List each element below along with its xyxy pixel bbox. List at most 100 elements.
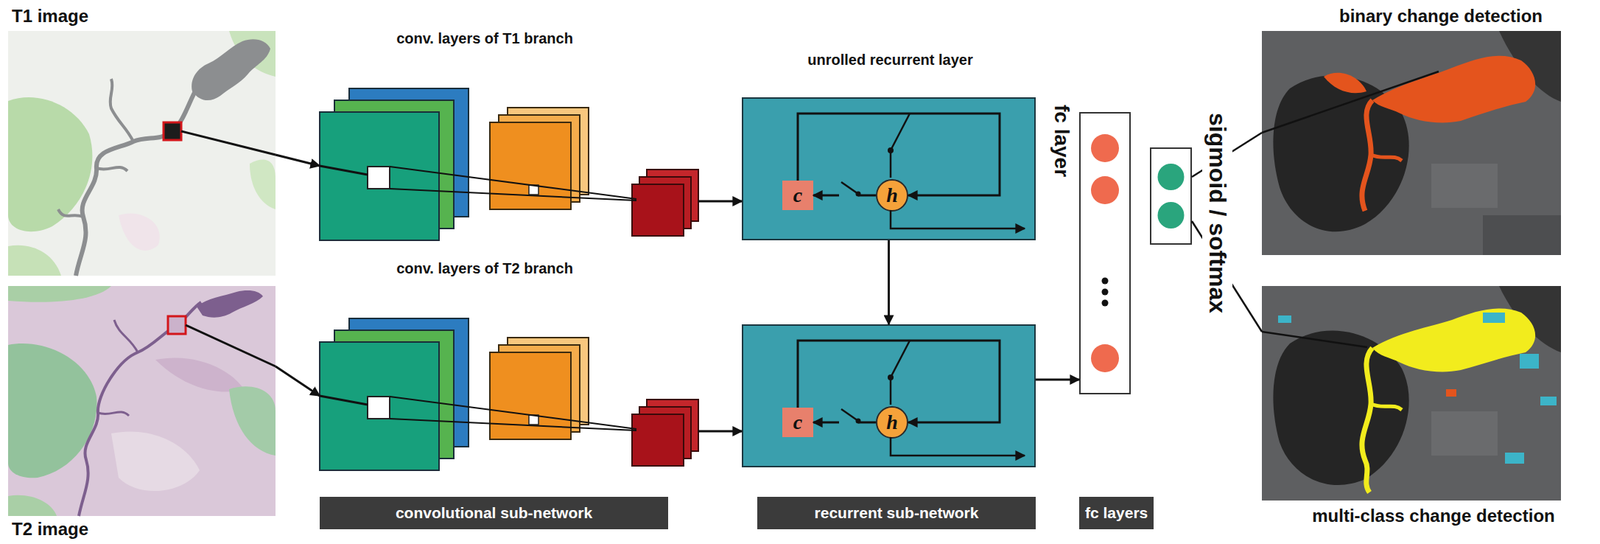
change-area xyxy=(1362,347,1373,493)
node-heading: T2 image xyxy=(10,518,90,540)
river xyxy=(96,167,128,171)
switch-gap xyxy=(839,413,859,428)
reservoir xyxy=(191,39,271,101)
node-label: h xyxy=(886,410,898,434)
pointer-line xyxy=(319,395,368,405)
t1-map xyxy=(8,30,276,276)
neuron xyxy=(1090,344,1119,373)
node-label: c xyxy=(793,410,803,434)
recurrent-box: unrolled recurrent layerch xyxy=(741,97,1036,241)
conv-layers xyxy=(319,318,699,470)
change-area xyxy=(1519,353,1539,369)
vegetation xyxy=(8,245,62,276)
connector xyxy=(1191,132,1262,177)
pointer-line xyxy=(1261,331,1368,347)
neuron xyxy=(1090,134,1119,163)
output-wire xyxy=(890,436,1025,456)
ellipsis-dot xyxy=(1102,288,1109,296)
hidden-state: h xyxy=(875,179,909,212)
receptive-field xyxy=(367,396,390,419)
section-bar: fc layers xyxy=(1079,496,1154,529)
output-neuron xyxy=(1158,163,1185,191)
change-area xyxy=(1372,55,1536,124)
cell-wiring xyxy=(839,113,1025,229)
node-label: c xyxy=(793,183,803,207)
vegetation xyxy=(8,495,57,516)
river xyxy=(114,319,138,353)
change-area xyxy=(1504,452,1525,464)
junction-dot xyxy=(887,147,894,154)
output-wire xyxy=(890,209,1025,229)
connector xyxy=(275,366,320,396)
pointer-line xyxy=(1261,71,1439,133)
map-ground xyxy=(1261,285,1561,501)
change-area xyxy=(1370,403,1402,410)
feature-map xyxy=(319,111,440,241)
pointer-line xyxy=(181,131,276,155)
neuron xyxy=(1090,176,1119,205)
river xyxy=(97,411,129,416)
section-bar: recurrent sub-network xyxy=(757,496,1036,529)
section-bar: convolutional sub-network xyxy=(319,496,669,529)
fc-neurons xyxy=(1090,134,1185,373)
wire xyxy=(890,113,910,178)
node-heading: unrolled recurrent layer xyxy=(805,51,975,69)
change-area xyxy=(1323,72,1367,93)
image-panel: T2 image xyxy=(8,285,276,516)
sample-patch xyxy=(167,316,186,334)
fc-layer: fc layer xyxy=(1079,111,1131,395)
map-ground xyxy=(8,30,276,276)
ellipsis-dot xyxy=(1102,299,1109,307)
output-map: binary change detection xyxy=(1261,30,1561,255)
node-heading: fc layer xyxy=(1048,104,1075,177)
land-patch xyxy=(118,212,160,250)
vegetation xyxy=(8,97,93,232)
node-heading: T1 image xyxy=(10,5,90,27)
binary-map xyxy=(1261,30,1561,255)
switch-blade xyxy=(841,181,859,194)
cell-wiring xyxy=(839,340,1025,456)
output-neuron xyxy=(1158,201,1185,229)
output-layer: sigmoid / softmax xyxy=(1149,147,1192,245)
map-ground xyxy=(8,285,276,516)
wire xyxy=(890,340,910,405)
change-area xyxy=(1540,396,1557,406)
feature-map xyxy=(632,184,684,236)
land-patch xyxy=(155,357,244,392)
land-patch xyxy=(111,430,200,491)
connector xyxy=(698,430,742,433)
conv-layers xyxy=(319,88,699,241)
node-label: recurrent sub-network xyxy=(814,503,980,522)
node-label: h xyxy=(886,183,898,207)
connector xyxy=(1191,220,1262,332)
conv-stack: conv. layers of T1 branch xyxy=(319,88,699,244)
vegetation xyxy=(229,386,276,456)
vegetation xyxy=(249,159,276,210)
node-heading: binary change detection xyxy=(1337,5,1545,27)
switch-dot xyxy=(855,191,862,197)
reservoir xyxy=(196,290,263,318)
vegetation xyxy=(8,343,97,478)
switch-blade xyxy=(841,408,859,421)
vegetation xyxy=(8,285,112,303)
t2-map xyxy=(8,285,276,516)
connector xyxy=(797,340,1000,423)
change-area xyxy=(1446,388,1457,397)
projection-line xyxy=(389,418,637,431)
node-heading: conv. layers of T1 branch xyxy=(394,30,575,48)
hidden-state: h xyxy=(875,405,909,439)
change-area xyxy=(1370,154,1402,161)
connector xyxy=(275,154,320,166)
switch-dot xyxy=(855,418,862,424)
texture xyxy=(1431,163,1498,208)
river xyxy=(110,78,134,142)
map-ground xyxy=(1261,30,1561,255)
change-area xyxy=(1482,312,1505,323)
texture xyxy=(1431,411,1498,456)
junction-dot xyxy=(887,374,894,381)
ellipsis-dot xyxy=(1102,277,1109,285)
pointer-line xyxy=(185,324,276,367)
recurrent-box: ch xyxy=(741,324,1036,468)
